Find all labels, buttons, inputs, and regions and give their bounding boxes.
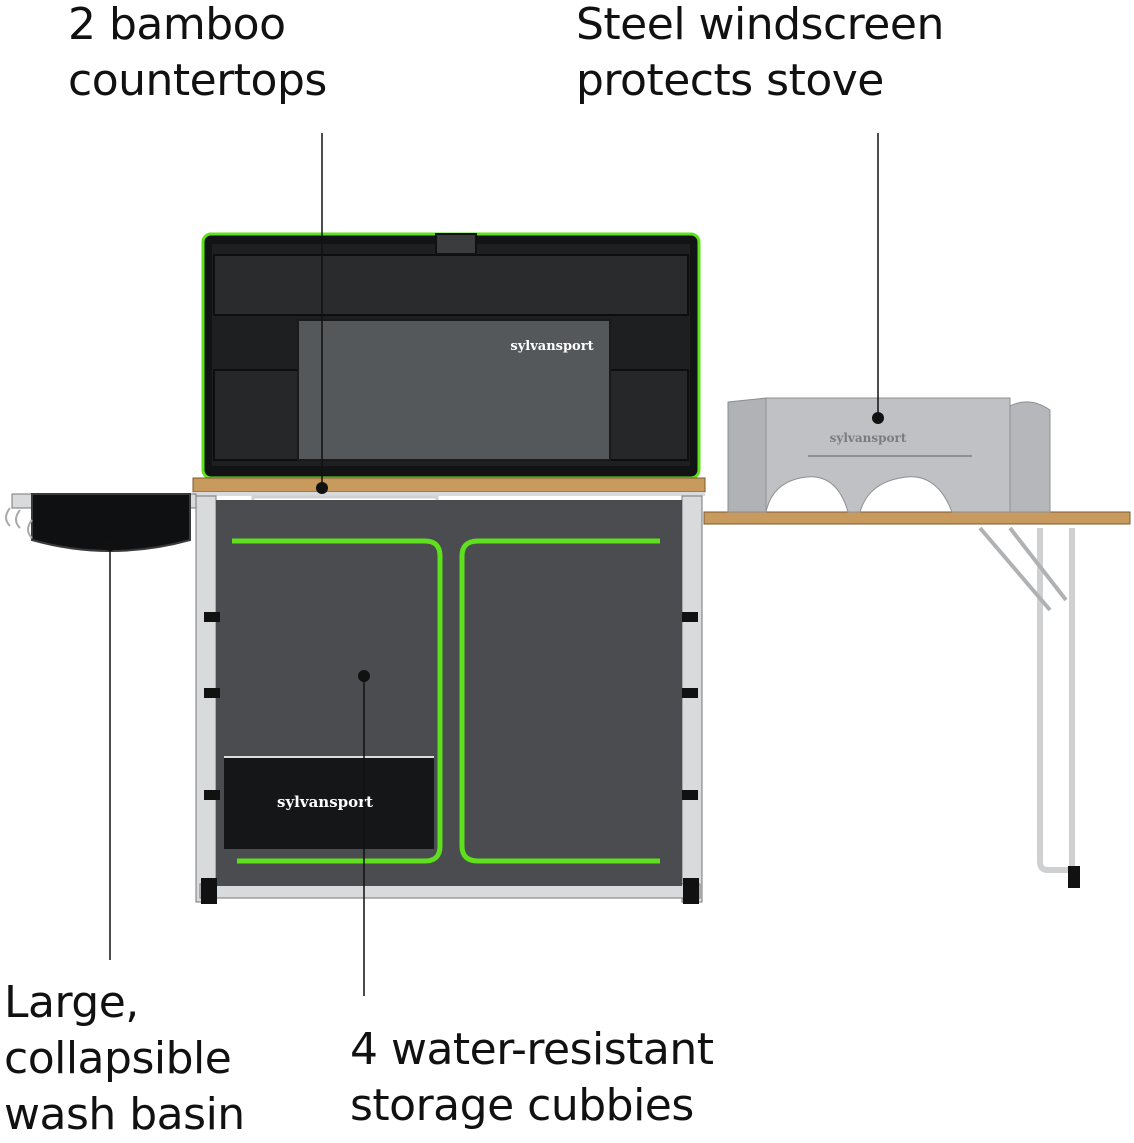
- callout-wash-basin-line-1: Large,: [4, 977, 139, 1028]
- callout-storage-line-2: storage cubbies: [350, 1080, 694, 1131]
- callout-wash-basin-line-2: collapsible: [4, 1033, 232, 1084]
- callout-leaders: [104, 133, 884, 996]
- side-table: [703, 511, 1131, 888]
- callout-storage-line-1: 4 water-resistant: [350, 1024, 714, 1075]
- callout-windscreen: Steel windscreen protects stove: [576, 0, 944, 109]
- brand-label-lower: sylvansport: [277, 793, 373, 811]
- steel-windscreen: sylvansport: [727, 397, 1051, 513]
- callout-countertops: 2 bamboo countertops: [68, 0, 327, 109]
- storage-cabinet: sylvansport: [195, 495, 703, 904]
- callout-windscreen-line-2: protects stove: [576, 55, 884, 106]
- marker-countertops: [316, 482, 328, 494]
- brand-label-windscreen: sylvansport: [830, 431, 907, 445]
- callout-windscreen-line-1: Steel windscreen: [576, 0, 944, 50]
- callout-countertops-line-1: 2 bamboo: [68, 0, 286, 50]
- callout-wash-basin: Large, collapsible wash basin: [4, 975, 245, 1143]
- wash-basin: [5, 493, 197, 552]
- callout-wash-basin-line-3: wash basin: [4, 1089, 245, 1140]
- callout-storage: 4 water-resistant storage cubbies: [350, 1022, 714, 1134]
- marker-wash-basin: [104, 539, 116, 551]
- marker-storage: [358, 670, 370, 682]
- lid-panel: sylvansport: [201, 232, 701, 480]
- brand-label-upper: sylvansport: [510, 339, 593, 354]
- callout-countertops-line-2: countertops: [68, 55, 327, 106]
- marker-windscreen: [872, 412, 884, 424]
